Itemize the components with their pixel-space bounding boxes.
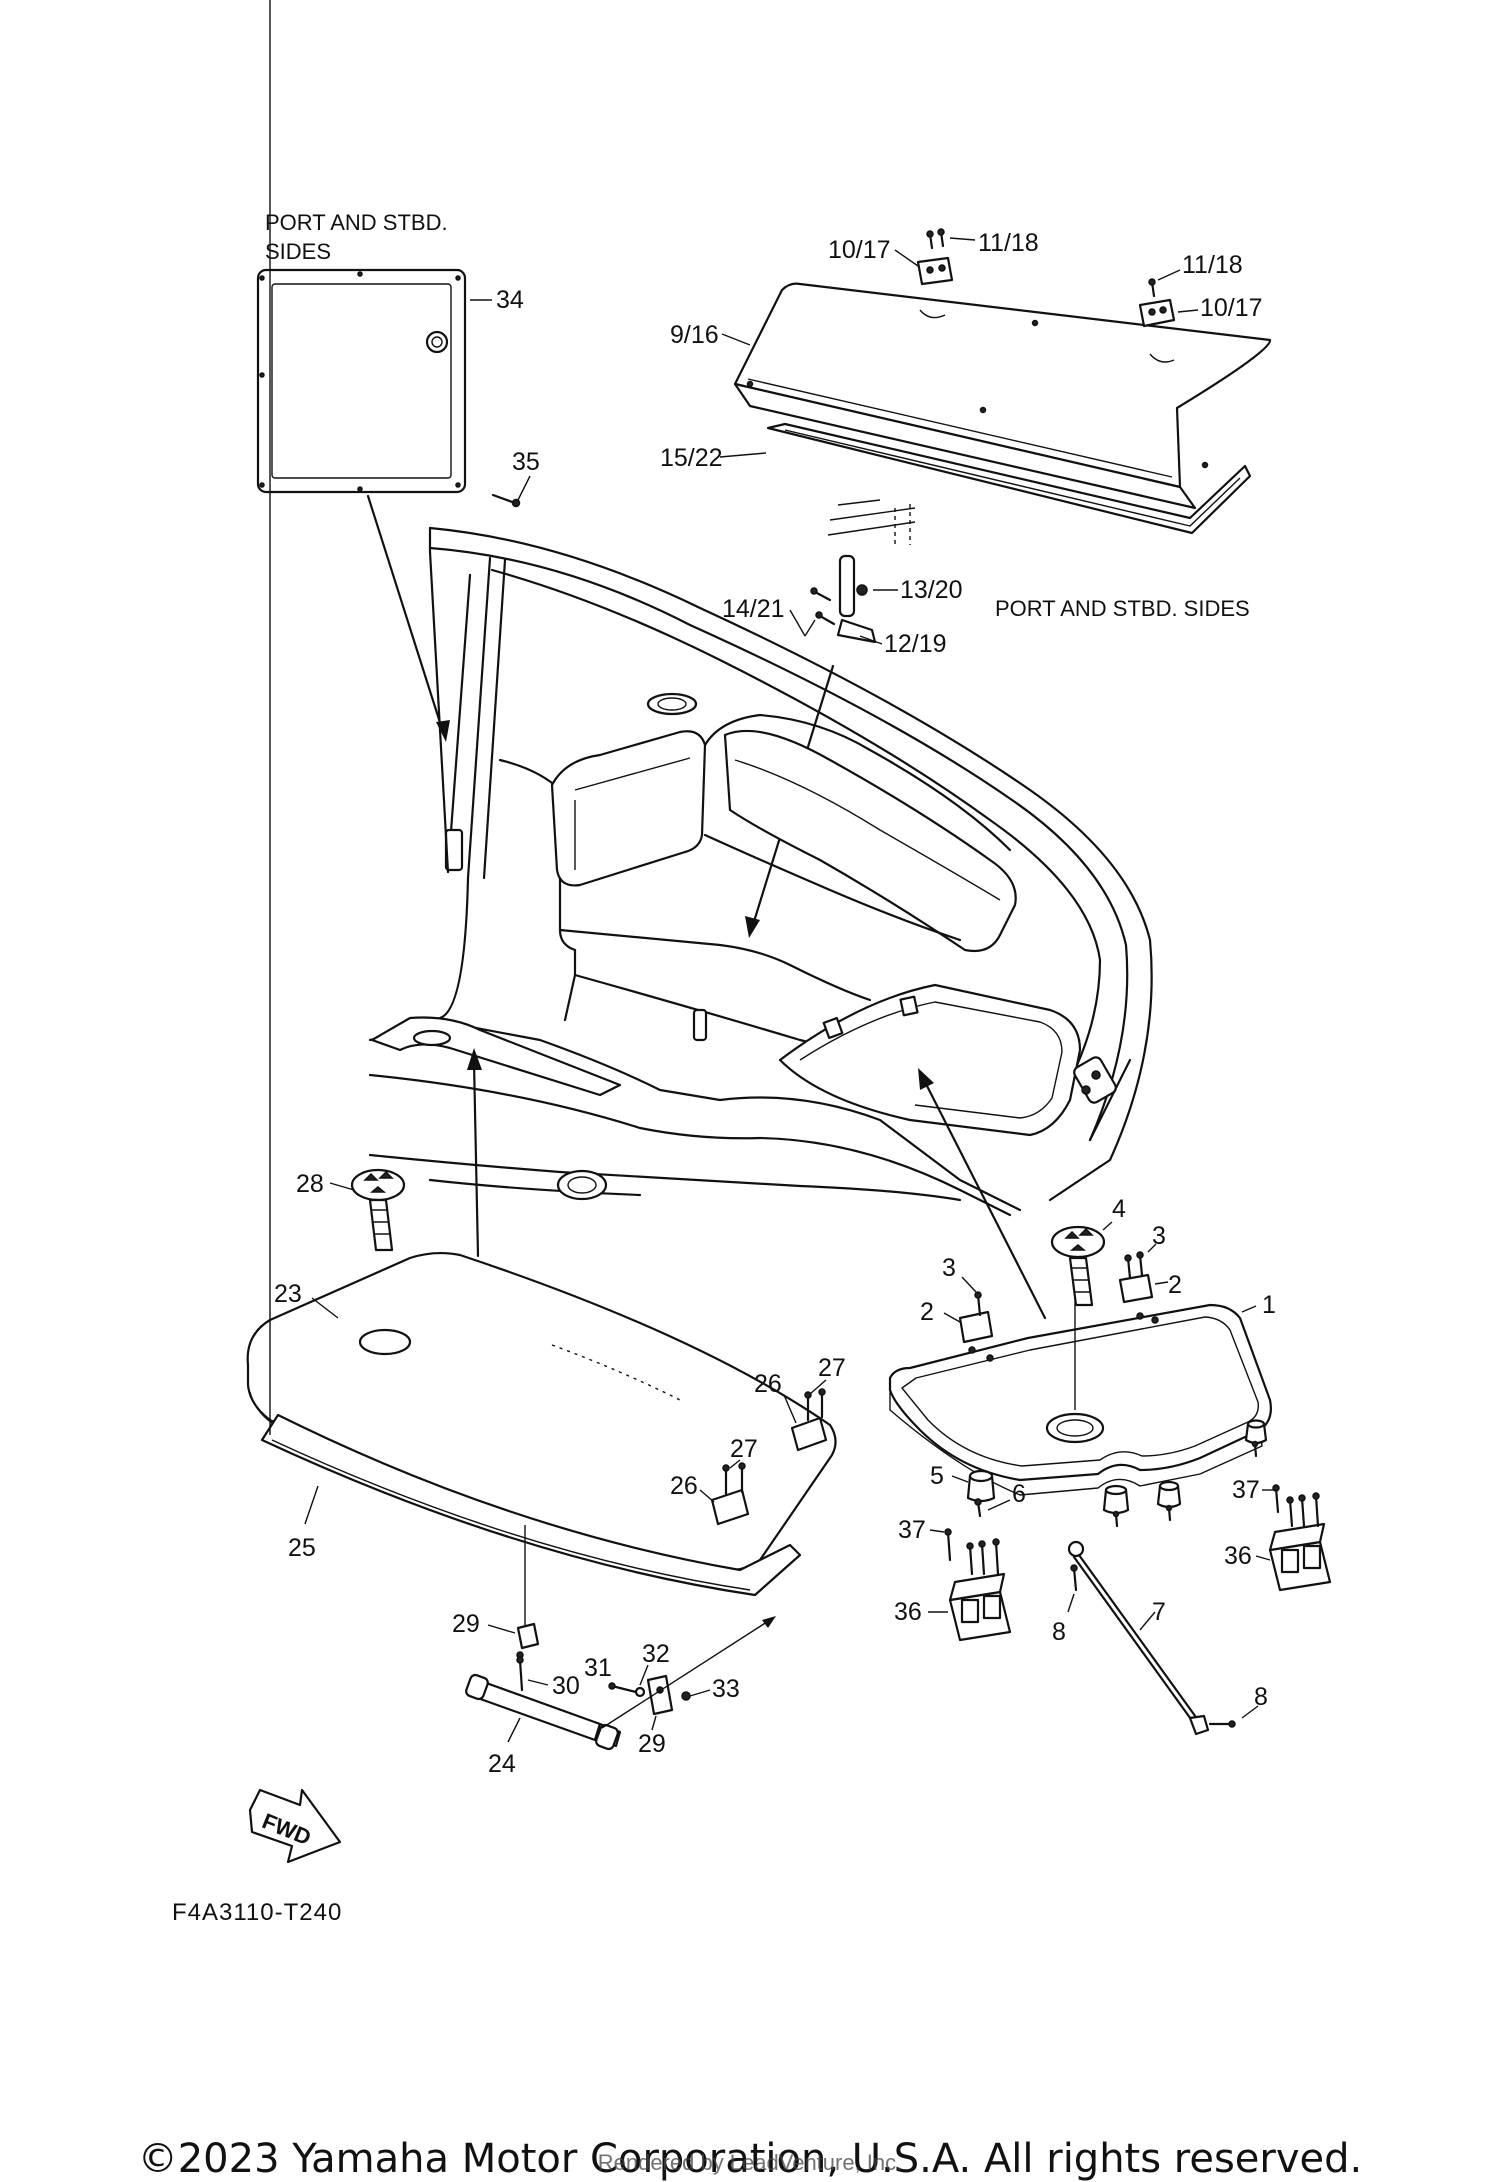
callout-23: 23: [274, 1280, 302, 1308]
callout-37-right: 37: [1232, 1476, 1260, 1504]
note-door-sides-2: SIDES: [265, 239, 331, 264]
hinge-26-upper: [790, 1388, 828, 1452]
callout-29-left: 29: [452, 1610, 480, 1638]
latch-36-right: [1268, 1484, 1332, 1592]
callout-8-lower: 8: [1254, 1683, 1268, 1711]
callout-25: 25: [288, 1534, 316, 1562]
hinge-2-left: [958, 1291, 994, 1362]
callout-2-left: 2: [920, 1298, 934, 1326]
callout-6: 6: [1012, 1480, 1026, 1508]
callout-13-20: 13/20: [900, 576, 963, 604]
bolt-30: [516, 1656, 524, 1692]
callout-11-18-right: 11/18: [1182, 251, 1243, 279]
callout-1: 1: [1262, 1291, 1276, 1319]
note-latch-sides: PORT AND STBD. SIDES: [995, 596, 1250, 621]
bracket-29-left: [516, 1622, 540, 1659]
bumper-5: [966, 1469, 996, 1503]
hatch-gasket-25: [260, 1413, 802, 1597]
copyright-notice: ©2023 Yamaha Motor Corporation, U.S.A. A…: [137, 2136, 1363, 2182]
callout-4: 4: [1112, 1195, 1126, 1223]
gas-strut-24: [465, 1673, 622, 1751]
callout-34: 34: [496, 286, 524, 314]
glove-box-cover-1: [888, 1303, 1272, 1496]
figure-code: F4A3110-T240: [172, 1899, 342, 1926]
callout-2-right: 2: [1168, 1271, 1182, 1299]
rendered-by-watermark: Rendered by LeadVenture, Inc.: [597, 2150, 903, 2175]
hinge-26-lower: [710, 1462, 750, 1526]
nut-33: [681, 1691, 691, 1701]
latch-12-19: [827, 499, 916, 644]
callout-36-left: 36: [894, 1598, 922, 1626]
drain-plug-28: [350, 1168, 406, 1252]
callout-31: 31: [584, 1654, 612, 1682]
screws-14-21: [810, 587, 836, 626]
screw-6: [974, 1440, 1259, 1528]
latch-36-left: [944, 1528, 1012, 1642]
callout-24: 24: [488, 1750, 516, 1778]
tether-7: [1067, 1540, 1210, 1736]
callout-12-19: 12/19: [884, 630, 947, 658]
forward-arrow-icon: FWD: [248, 1788, 342, 1864]
callout-3-right: 3: [1152, 1222, 1166, 1250]
bow-hull: [368, 526, 1153, 1217]
callout-11-18-left: 11/18: [978, 229, 1039, 257]
callout-7: 7: [1152, 1598, 1166, 1626]
drain-plug-4: [1050, 1225, 1106, 1307]
callout-28: 28: [296, 1170, 324, 1198]
callout-5: 5: [930, 1462, 944, 1490]
screw-8-upper: [1070, 1564, 1078, 1592]
callout-10-17-left: 10/17: [828, 236, 891, 264]
lid-9-16: [733, 282, 1272, 510]
callout-9-16: 9/16: [670, 321, 719, 349]
screw-31: [608, 1682, 638, 1694]
callout-26-lower: 26: [670, 1472, 698, 1500]
screw-35: [491, 493, 521, 508]
hinge-2-right: [1118, 1251, 1159, 1324]
callout-32: 32: [642, 1640, 670, 1668]
callout-36-right: 36: [1224, 1542, 1252, 1570]
callout-10-17-right: 10/17: [1200, 294, 1263, 322]
gasket-15-22: [766, 422, 1252, 535]
hinge-10-17-right: [1138, 278, 1176, 328]
note-door-sides-1: PORT AND STBD.: [265, 210, 448, 235]
callout-37-left: 37: [898, 1516, 926, 1544]
hinge-10-17-left: [916, 228, 954, 286]
callout-35: 35: [512, 448, 540, 476]
screw-8-lower: [1208, 1720, 1236, 1728]
callout-26-upper: 26: [754, 1370, 782, 1398]
callout-29-right: 29: [638, 1730, 666, 1758]
storage-door-34: [256, 268, 467, 494]
callout-33: 33: [712, 1675, 740, 1703]
bracket-29-right: [646, 1674, 674, 1716]
callout-15-22: 15/22: [660, 444, 723, 472]
callout-27-lower: 27: [730, 1435, 758, 1463]
washer-32: [634, 1686, 646, 1698]
callout-30: 30: [552, 1672, 580, 1700]
callout-14-21: 14/21: [722, 595, 785, 623]
callout-27-upper: 27: [818, 1354, 846, 1382]
callout-8-upper: 8: [1052, 1618, 1066, 1646]
callout-3-left: 3: [942, 1254, 956, 1282]
